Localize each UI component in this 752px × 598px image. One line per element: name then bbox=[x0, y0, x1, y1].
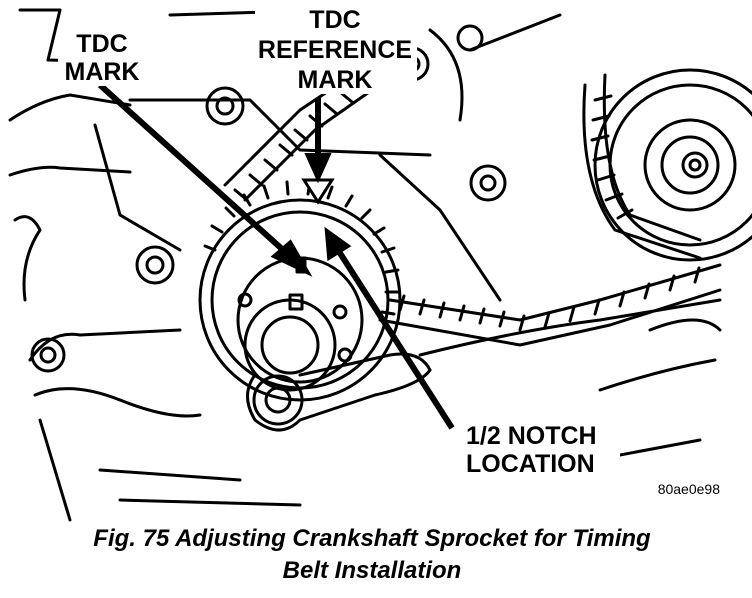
tdc-mark-label: TDC MARK bbox=[58, 26, 146, 86]
tdc-mark-arrow bbox=[97, 82, 295, 261]
half-notch-arrow bbox=[335, 248, 455, 430]
half-notch-location-label: 1/2 NOTCH LOCATION bbox=[460, 420, 620, 480]
svg-text:REFERENCE: REFERENCE bbox=[258, 36, 412, 64]
svg-text:MARK: MARK bbox=[298, 66, 373, 94]
crankshaft-sprocket bbox=[198, 180, 402, 402]
half-notch-arrowhead bbox=[324, 226, 352, 262]
tdc-reference-mark-label: TDC REFERENCE MARK bbox=[255, 4, 417, 94]
tdc-mark-arrowhead bbox=[270, 239, 313, 277]
svg-text:LOCATION: LOCATION bbox=[466, 450, 595, 478]
tdc-reference-arrowhead bbox=[304, 153, 332, 184]
svg-text:TDC: TDC bbox=[76, 30, 127, 58]
image-code: 80ae0e98 bbox=[658, 481, 721, 497]
timing-belt bbox=[223, 68, 722, 347]
svg-text:TDC: TDC bbox=[309, 6, 360, 34]
wrench-tool bbox=[246, 352, 432, 432]
caption-line-2: Belt Installation bbox=[283, 557, 462, 584]
leader-arrows bbox=[97, 82, 455, 430]
caption-line-1: Fig. 75 Adjusting Crankshaft Sprocket fo… bbox=[93, 525, 651, 552]
svg-text:MARK: MARK bbox=[65, 58, 140, 86]
svg-text:1/2 NOTCH: 1/2 NOTCH bbox=[466, 422, 597, 450]
